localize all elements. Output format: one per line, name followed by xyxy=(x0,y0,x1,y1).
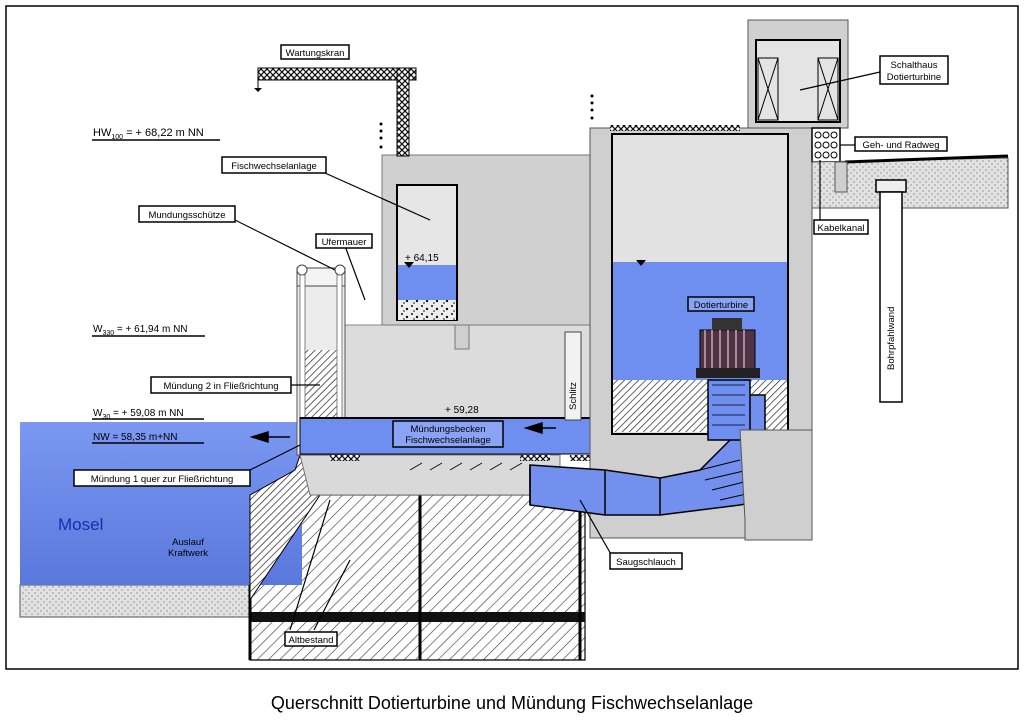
w30-label: W30 = + 59,08 m NN xyxy=(93,408,184,421)
hoist-rail-left xyxy=(299,274,306,426)
post-markers xyxy=(379,94,594,149)
wartungskran-crane xyxy=(254,67,417,157)
hw100-label: HW100 = + 68,22 m NN xyxy=(93,127,204,141)
label-altbestand: Altbestand xyxy=(284,631,338,647)
turbine-base xyxy=(739,429,813,541)
hoist-rail-right xyxy=(336,274,343,426)
inflow-arrows xyxy=(409,462,523,471)
label-auslauf-line1: Auslauf xyxy=(172,537,204,548)
label-mundung2: Mündung 2 in Fließrichtung xyxy=(150,376,292,394)
elevation-5928: + 59,28 xyxy=(445,405,479,416)
svg-text:Mündung 2 in Fließrichtung: Mündung 2 in Fließrichtung xyxy=(163,381,278,392)
w330-label: W330 = + 61,94 m NN xyxy=(93,324,188,337)
kabelkanal-box xyxy=(811,127,841,163)
label-dotierturbine: Dotierturbine xyxy=(687,296,755,312)
svg-text:Wartungskran: Wartungskran xyxy=(286,48,345,59)
label-fischwechselanlage: Fischwechselanlage xyxy=(221,156,327,174)
level-lines xyxy=(92,139,220,444)
figure-caption: Querschnitt Dotierturbine und Mündung Fi… xyxy=(270,693,754,713)
chamber-gravel xyxy=(398,300,456,320)
svg-text:Schalthaus: Schalthaus xyxy=(890,60,937,71)
svg-text:Fischwechselanlage: Fischwechselanlage xyxy=(231,161,317,172)
label-auslauf-line2: Kraftwerk xyxy=(168,548,208,559)
geh-radweg-ground xyxy=(811,154,1009,403)
chamber-water xyxy=(398,265,456,300)
nw-label: NW = 58,35 m+NN xyxy=(93,432,177,443)
label-wartungskran: Wartungskran xyxy=(280,44,350,60)
top-grate xyxy=(610,125,740,131)
svg-text:Saugschlauch: Saugschlauch xyxy=(616,557,676,568)
support-pillar xyxy=(454,324,470,350)
gate-hoist xyxy=(296,267,346,287)
schalthaus-building xyxy=(747,19,849,129)
label-geh-radweg: Geh- und Radweg xyxy=(854,136,948,152)
svg-text:Kabelkanal: Kabelkanal xyxy=(817,223,864,234)
label-mundung1: Mündung 1 quer zur Fließrichtung xyxy=(73,469,251,487)
label-schalthaus: Schalthaus Dotierturbine xyxy=(879,55,949,85)
svg-text:Mündung 1 quer zur Fließrichtu: Mündung 1 quer zur Fließrichtung xyxy=(91,474,234,485)
leader-lines xyxy=(234,71,881,631)
svg-text:Mundungsschütze: Mundungsschütze xyxy=(148,210,225,221)
label-bohrpfahlwand: Bohrpfahlwand xyxy=(886,307,897,370)
svg-text:Fischwechselanlage: Fischwechselanlage xyxy=(405,435,491,446)
label-kabelkanal: Kabelkanal xyxy=(813,219,869,235)
label-mundungsbecken: Mündungsbecken Fischwechselanlage xyxy=(392,420,504,448)
label-schlitz: Schlitz xyxy=(568,382,579,410)
elevation-6415: + 64,15 xyxy=(405,253,439,264)
flow-arrows xyxy=(249,421,556,444)
svg-text:Geh- und Radweg: Geh- und Radweg xyxy=(862,140,939,151)
svg-text:Dotierturbine: Dotierturbine xyxy=(887,72,941,83)
schlitz-slot xyxy=(564,331,582,421)
label-mundungsschutze: Mundungsschütze xyxy=(138,205,236,223)
diagram-frame xyxy=(5,5,1019,670)
svg-text:Altbestand: Altbestand xyxy=(289,635,334,646)
dotierturbine-unit xyxy=(696,318,760,378)
bohrpfahlwand-pile xyxy=(879,191,903,403)
svg-text:Mündungsbecken: Mündungsbecken xyxy=(411,424,486,435)
label-ufermauer: Ufermauer xyxy=(315,233,373,249)
svg-text:Ufermauer: Ufermauer xyxy=(322,237,367,248)
label-mosel: Mosel xyxy=(58,515,103,534)
svg-text:Dotierturbine: Dotierturbine xyxy=(694,300,748,311)
riverbed-ground xyxy=(19,584,251,618)
bottom-grates xyxy=(330,455,590,461)
label-saugschlauch: Saugschlauch xyxy=(609,552,683,570)
